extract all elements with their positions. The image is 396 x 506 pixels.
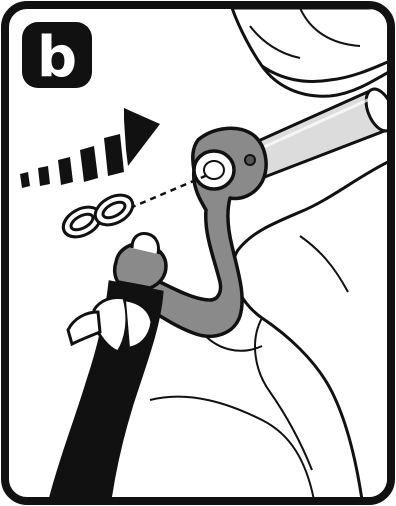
step-badge: b [22,22,92,90]
step-label: b [37,25,77,90]
